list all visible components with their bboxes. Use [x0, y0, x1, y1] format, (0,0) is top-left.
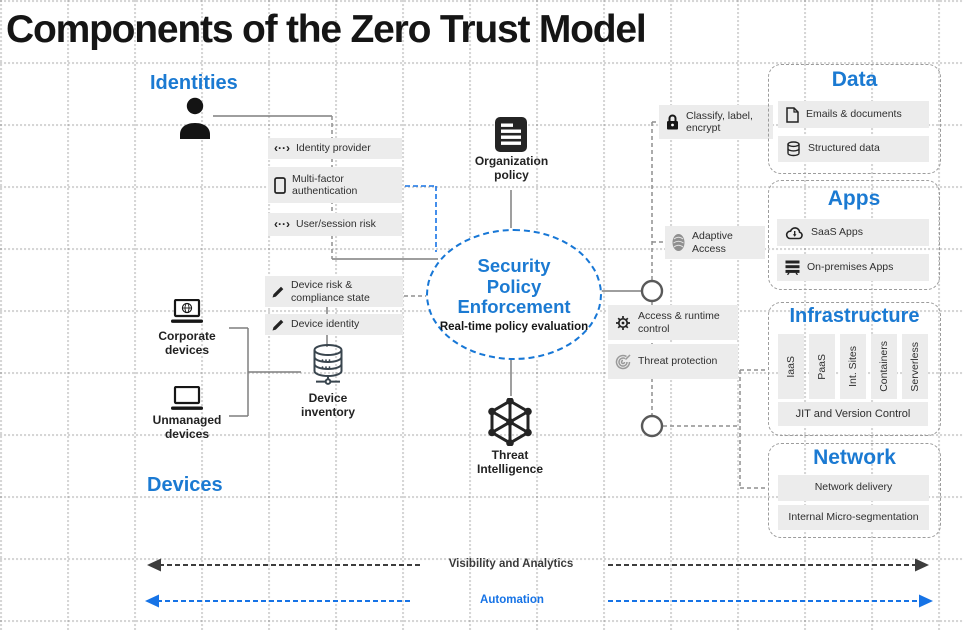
cloud-download-icon: [785, 226, 804, 240]
pillar-containers: Containers: [871, 334, 897, 399]
pillar-int-sites: Int. Sites: [840, 334, 866, 399]
pillar-iaas: IaaS: [778, 334, 804, 399]
devices-heading: Devices: [147, 474, 223, 496]
threat-intelligence-icon: [487, 398, 533, 446]
data-panel-title: Data: [831, 68, 878, 91]
onprem-apps-label: On-premises Apps: [807, 260, 894, 273]
server-icon: [785, 260, 800, 275]
emails-documents-item: Emails & documents: [778, 101, 929, 128]
organization-policy-icon: [495, 117, 527, 152]
device-identity-label: Device identity: [291, 318, 360, 331]
ellipse-line2: Policy Enforcement: [457, 275, 571, 318]
network-panel: Network: [768, 443, 941, 538]
automation-label: Automation: [480, 594, 544, 606]
pillar-iaas-label: IaaS: [785, 355, 797, 378]
network-panel-title: Network: [813, 446, 896, 469]
access-runtime-label: Access & runtime control: [638, 310, 720, 335]
page-title: Components of the Zero Trust Model: [6, 8, 647, 51]
bidirectional-icon: ‹··›: [274, 141, 290, 156]
unmanaged-devices-label: Unmanaged devices: [152, 413, 222, 442]
pillar-containers-label: Containers: [878, 341, 890, 392]
visibility-analytics-label: Visibility and Analytics: [448, 558, 574, 570]
device-risk-box: Device risk & compliance state: [265, 276, 403, 307]
device-inventory-label: Device inventory: [300, 391, 355, 420]
person-icon: [177, 97, 213, 141]
lock-icon: [665, 113, 680, 131]
unmanaged-laptop-icon: [168, 386, 206, 412]
pillar-serverless-label: Serverless: [909, 341, 921, 392]
ellipse-line1: Security: [477, 254, 551, 276]
access-runtime-box: Access & runtime control: [608, 305, 738, 340]
mfa-box: Multi-factor authentication: [268, 167, 402, 203]
bidirectional-icon: ‹··›: [274, 217, 290, 232]
pillar-serverless: Serverless: [902, 334, 928, 399]
document-icon: [786, 106, 799, 123]
adaptive-access-label: Adaptive Access: [692, 230, 733, 255]
micro-segmentation-item: Internal Micro-segmentation: [778, 505, 929, 530]
classify-box: Classify, label, encrypt: [659, 105, 773, 139]
micro-segmentation-label: Internal Micro-segmentation: [788, 510, 919, 523]
apps-panel-title: Apps: [827, 187, 881, 210]
apps-panel: Apps: [768, 180, 940, 290]
structured-data-item: Structured data: [778, 136, 929, 162]
pencil-icon: [271, 318, 285, 332]
security-policy-enforcement-node: Security Policy Enforcement Real-time po…: [426, 229, 602, 360]
network-delivery-item: Network delivery: [778, 475, 929, 501]
organization-policy-label: Organization policy: [474, 154, 549, 183]
saas-apps-item: SaaS Apps: [777, 219, 929, 246]
identity-provider-label: Identity provider: [295, 142, 371, 155]
runtime-control-icon: [614, 314, 632, 332]
mfa-label: Multi-factor authentication: [292, 172, 358, 197]
infrastructure-panel: Infrastructure: [768, 302, 941, 436]
device-risk-label: Device risk & compliance state: [291, 279, 370, 304]
classify-label: Classify, label, encrypt: [686, 109, 753, 134]
device-identity-box: Device identity: [265, 314, 403, 335]
threat-protection-label: Threat protection: [638, 355, 718, 368]
database-icon: [786, 141, 801, 157]
saas-apps-label: SaaS Apps: [811, 225, 863, 238]
jit-version-control-label: JIT and Version Control: [795, 407, 911, 420]
pillar-int-sites-label: Int. Sites: [847, 346, 859, 387]
identities-heading: Identities: [150, 72, 238, 94]
identity-provider-box: ‹··› Identity provider: [268, 138, 402, 159]
fingerprint-icon: [671, 233, 686, 252]
emails-documents-label: Emails & documents: [806, 107, 902, 120]
threat-intelligence-label: Threat Intelligence: [476, 448, 544, 477]
threat-swirl-icon: [614, 353, 632, 371]
infrastructure-panel-title: Infrastructure: [789, 305, 920, 327]
structured-data-label: Structured data: [808, 142, 880, 155]
ellipse-subtitle: Real-time policy evaluation: [439, 321, 589, 334]
data-panel: Data: [768, 64, 941, 174]
threat-protection-box: Threat protection: [608, 344, 738, 379]
corporate-laptop-icon: [168, 299, 206, 325]
network-delivery-label: Network delivery: [814, 481, 893, 494]
phone-icon: [274, 176, 286, 194]
pillar-paas-label: PaaS: [816, 353, 828, 380]
adaptive-access-box: Adaptive Access: [665, 226, 765, 259]
corporate-devices-label: Corporate devices: [158, 329, 216, 358]
session-risk-label: User/session risk: [295, 218, 376, 231]
session-risk-box: ‹··› User/session risk: [268, 213, 402, 236]
onprem-apps-item: On-premises Apps: [777, 254, 929, 281]
pencil-icon: [271, 285, 285, 299]
device-inventory-icon: [308, 343, 348, 389]
pillar-paas: PaaS: [809, 334, 835, 399]
jit-version-control-item: JIT and Version Control: [778, 402, 928, 426]
